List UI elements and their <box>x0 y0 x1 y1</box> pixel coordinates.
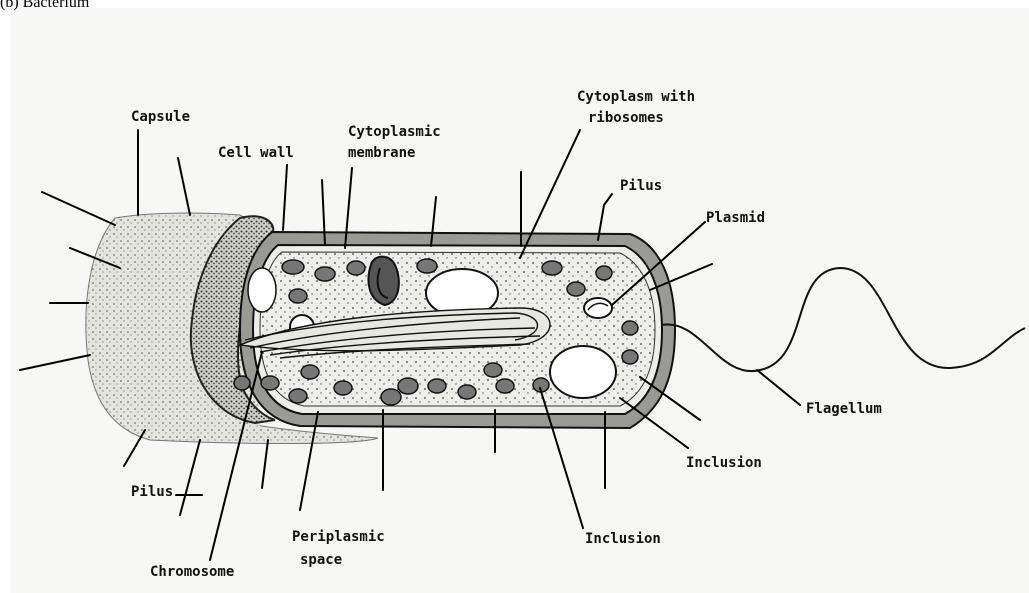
label-cytoplasm-2: ribosomes <box>588 110 664 126</box>
label-inclusion-bottom: Inclusion <box>585 531 661 547</box>
inclusion-lower <box>550 346 616 398</box>
label-periplasmic-1: Periplasmic <box>292 529 385 545</box>
label-pilus-top: Pilus <box>620 178 662 194</box>
label-periplasmic-2: space <box>300 552 342 568</box>
label-cell-wall: Cell wall <box>218 145 294 161</box>
label-capsule: Capsule <box>131 109 190 125</box>
label-cytoplasm-1: Cytoplasm with <box>577 89 695 105</box>
mesosome-shape <box>368 257 398 305</box>
label-pilus-bottom: Pilus <box>131 484 173 500</box>
label-flagellum: Flagellum <box>806 401 882 417</box>
flagellum-shape <box>662 268 1025 371</box>
label-cytoplasmic-1: Cytoplasmic <box>348 124 441 140</box>
label-inclusion-right: Inclusion <box>686 455 762 471</box>
label-plasmid: Plasmid <box>706 210 765 226</box>
plasmid-shape <box>584 298 612 318</box>
label-cytoplasmic-2: membrane <box>348 145 415 161</box>
label-chromosome: Chromosome <box>150 564 234 580</box>
